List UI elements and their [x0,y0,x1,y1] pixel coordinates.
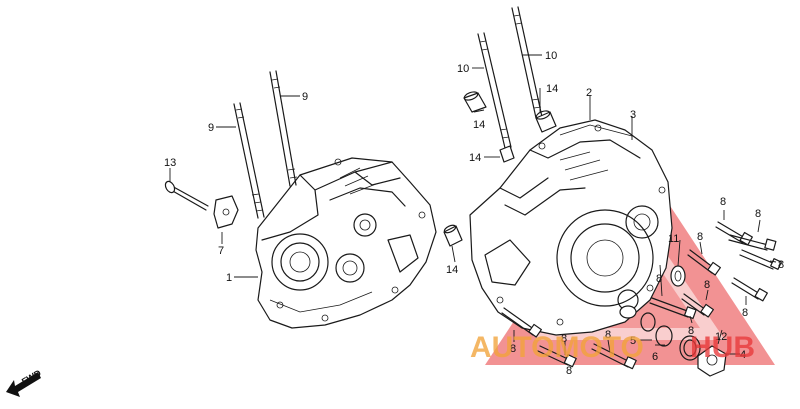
callouts: 1 2 3 4 5 6 7 8 8 8 8 8 8 8 8 8 8 8 8 9 … [164,50,784,377]
studs [233,6,543,219]
left-crankcase [255,157,437,329]
callout-8-b: 8 [755,208,761,220]
callout-8-h: 8 [688,325,694,337]
callout-8-e: 8 [656,273,662,285]
callout-3: 3 [630,109,636,121]
dowel-pins [443,91,557,247]
watermark-text-red: HUB [690,331,755,364]
leader-lines [169,54,777,355]
forward-direction-indicator: FWD [6,368,43,397]
callout-8-j: 8 [561,333,567,345]
callout-14-c: 14 [469,152,481,164]
callout-12: 12 [715,331,727,343]
callout-9-b: 9 [302,91,308,103]
callout-8-f: 8 [704,279,710,291]
callout-10-b: 10 [545,50,557,62]
callout-2: 2 [586,87,592,99]
fwd-arrow-icon [6,372,41,397]
callout-5: 5 [630,335,636,347]
callout-8-a: 8 [720,196,726,208]
callout-6: 6 [652,351,658,363]
callout-8-k: 8 [605,329,611,341]
callout-1: 1 [226,272,232,284]
callout-14-b: 14 [473,119,485,131]
callout-8-c: 8 [697,231,703,243]
callout-4: 4 [740,349,746,361]
watermark-text: AUTOMOTO HUB [470,331,755,364]
callout-7: 7 [218,245,224,257]
callout-10-a: 10 [457,63,469,75]
callout-9-a: 9 [208,122,214,134]
watermark-text-orange: AUTOMOTO [470,331,644,364]
bolt-and-bracket [164,180,239,229]
callout-11: 11 [668,233,679,245]
seals-and-cap [619,265,727,377]
callout-8-l: 8 [566,365,572,377]
callout-14-d: 14 [446,264,458,276]
callout-8-i: 8 [510,343,516,355]
callout-13: 13 [164,157,176,169]
callout-8-d: 8 [778,259,784,271]
callout-14-a: 14 [546,83,558,95]
callout-8-g: 8 [742,307,748,319]
right-crankcase [469,119,673,336]
bolts [501,221,782,370]
fwd-label: FWD [20,368,43,387]
